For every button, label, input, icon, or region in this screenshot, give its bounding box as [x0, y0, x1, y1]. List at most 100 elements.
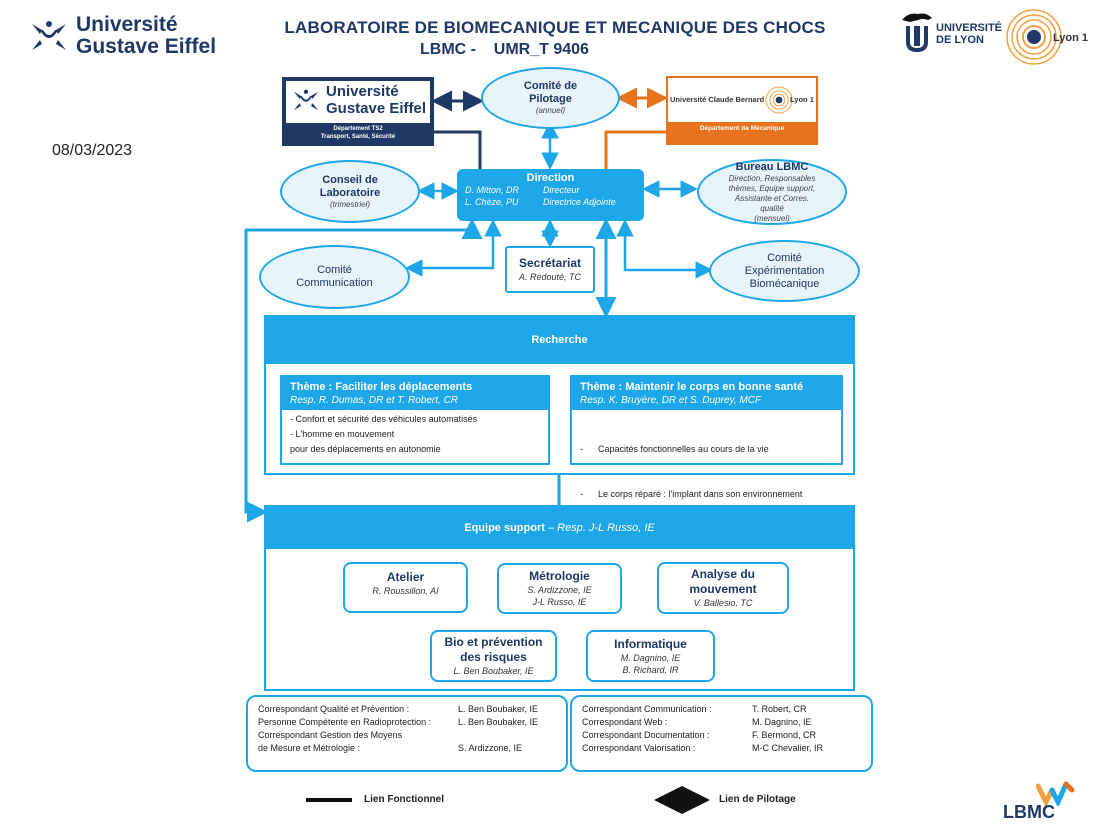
support-header: Equipe support – Resp. J-L Russo, IE — [266, 507, 853, 549]
comite-comm-title1: Comité — [317, 264, 352, 276]
bio-name: L. Ben Boubaker, IE — [453, 666, 534, 676]
direction-role1: Directeur — [543, 185, 580, 195]
corr-right-label: Correspondant Valorisation : — [582, 743, 696, 753]
analyse-title1: Analyse du — [690, 567, 756, 581]
udl-logo: UNIVERSITÉ DE LYON — [900, 10, 1005, 60]
comite-exp-title1: Comité — [767, 251, 802, 264]
comite-comm-title2: Communication — [296, 277, 373, 289]
corr-right-value: M-C Chevalier, IR — [752, 743, 824, 753]
direction-role2: Directrice Adjointe — [543, 197, 616, 207]
lyon1-label: Lyon 1 — [1053, 32, 1089, 44]
corr-left-label: Correspondant Qualité et Prévention : — [258, 704, 410, 714]
date-label: 08/03/2023 — [52, 142, 133, 159]
uge-star-icon — [32, 21, 66, 50]
corr-left-label: Correspondant Gestion des Moyens — [258, 730, 403, 740]
theme2-items: - Capacités fonctionnelles au cours de l… — [572, 410, 841, 534]
corr-right-value: M. Dagnino, IE — [752, 717, 812, 727]
conseil-freq: (trimestriel) — [330, 199, 370, 209]
secretariat-title: Secrétariat — [518, 256, 582, 270]
bureau-line4: qualité — [760, 203, 784, 213]
informatique-name1: M. Dagnino, IE — [620, 653, 681, 663]
correspondants-right: Correspondant Communication : T. Robert, … — [570, 695, 873, 772]
support-title: Equipe support — [464, 522, 545, 534]
lbmc-logo: LBMC — [1000, 780, 1080, 830]
theme1-head: Thème : Faciliter les déplacements Resp.… — [282, 377, 548, 410]
udl-line1: UNIVERSITÉ — [936, 22, 1003, 34]
theme2-resp: Resp. K. Bruyère, DR et S. Duprey, MCF — [580, 395, 761, 406]
direction-title: Direction — [526, 172, 575, 184]
secretariat-name: A. Redouté, TC — [518, 272, 582, 282]
page-title: LABORATOIRE DE BIOMECANIQUE ET MECANIQUE… — [284, 18, 826, 37]
conseil-laboratoire: Conseil de Laboratoire (trimestriel) — [280, 160, 420, 223]
theme1-item: - Confort et sécurité des véhicules auto… — [290, 414, 478, 424]
theme1-item: pour des déplacements en autonomie — [290, 444, 441, 454]
ucbl-box-logo: Université Claude Bernard Lyon 1 — [668, 78, 816, 122]
corr-right-row: Correspondant Documentation : F. Bermond,… — [582, 729, 861, 742]
atelier-title: Atelier — [386, 570, 425, 584]
metrologie-box: Métrologie S. Ardizzone, IE J-L Russo, I… — [497, 563, 622, 614]
corr-right-value: F. Bermond, CR — [752, 730, 817, 740]
informatique-name2: B. Richard, IR — [622, 665, 679, 675]
lbmc-wave-icon — [1036, 781, 1075, 806]
metrologie-name1: S. Ardizzone, IE — [527, 585, 592, 595]
corr-left-row: Correspondant Qualité et Prévention : L. … — [258, 703, 556, 716]
analyse-name: V. Ballesio, TC — [693, 598, 753, 608]
theme1-resp: Resp. R. Dumas, DR et T. Robert, CR — [290, 395, 459, 406]
theme2-box: Thème : Maintenir le corps en bonne sant… — [570, 375, 843, 499]
support-resp: – Resp. J-L Russo, IE — [544, 522, 655, 534]
uge-dept1: Département TS2 — [333, 126, 383, 132]
uge-dept2: Transport, Santé, Sécurité — [320, 134, 396, 140]
corr-left-row: de Mesure et Métrologie : S. Ardizzone, I… — [258, 742, 556, 755]
corr-right-value: T. Robert, CR — [752, 704, 807, 714]
direction-name2: L. Chèze, PU — [465, 197, 519, 207]
uge-box: Université Gustave Eiffel Département TS… — [282, 77, 434, 146]
comite-pilotage-title1: Comité de — [523, 80, 578, 92]
comite-pilotage-freq: (annuel) — [535, 106, 566, 115]
comite-exp-title2: Expérimentation — [744, 264, 825, 277]
corr-right-row: Correspondant Communication : T. Robert, … — [582, 703, 861, 716]
theme1-item: - L'homme en mouvement — [290, 429, 395, 439]
theme1-box: Thème : Faciliter les déplacements Resp.… — [280, 375, 550, 465]
corr-left-row: Personne Compétente en Radioprotection :… — [258, 716, 556, 729]
corr-left-label: de Mesure et Métrologie : — [258, 743, 361, 753]
theme2-head: Thème : Maintenir le corps en bonne sant… — [572, 377, 841, 410]
direction-name1: D. Mitton, DR — [465, 185, 520, 195]
page-subtitle: LBMC - UMR_T 9406 — [420, 41, 589, 58]
corr-right-label: Correspondant Web : — [582, 717, 668, 727]
corr-left-value: L. Ben Boubaker, IE — [458, 704, 539, 714]
bio-title1: Bio et prévention — [444, 635, 543, 649]
informatique-box: Informatique M. Dagnino, IE B. Richard, … — [586, 630, 715, 682]
lyon1-rings-icon — [1006, 9, 1062, 65]
recherche-section: Recherche Thème : Faciliter les déplacem… — [264, 315, 855, 499]
udl-line2: DE LYON — [936, 34, 984, 46]
metrologie-title: Métrologie — [529, 569, 590, 583]
bureau-line2: thèmes, Equipe support, — [728, 183, 816, 193]
corr-left-value: S. Ardizzone, IE — [458, 743, 523, 753]
corr-right-row: Correspondant Valorisation : M-C Chevalie… — [582, 742, 861, 755]
lbmc-text: LBMC — [1003, 802, 1055, 822]
uge-logo-line2: Gustave Eiffel — [76, 35, 217, 58]
theme2-title: Thème : Maintenir le corps en bonne sant… — [580, 381, 804, 393]
comite-pilotage-title2: Pilotage — [529, 93, 572, 105]
conseil-title2: Laboratoire — [319, 186, 381, 199]
comite-experimentation: Comité Expérimentation Biomécanique — [709, 240, 860, 302]
ucbl-name: Université Claude Bernard — [670, 95, 765, 104]
corr-left-row: Correspondant Gestion des Moyens — [258, 729, 556, 742]
bureau-line5: (mensuel) — [754, 213, 790, 223]
bureau-lbmc: Bureau LBMC Direction, Responsables thèm… — [697, 159, 847, 225]
corr-right-row: Correspondant Web : M. Dagnino, IE — [582, 716, 861, 729]
comite-communication: Comité Communication — [259, 245, 410, 309]
correspondants-left: Correspondant Qualité et Prévention : L. … — [246, 695, 568, 772]
corr-right-label: Correspondant Communication : — [582, 704, 712, 714]
secretariat-box: Secrétariat A. Redouté, TC — [505, 246, 595, 293]
legend-fonctionnel: Lien Fonctionnel — [364, 794, 444, 805]
metrologie-name2: J-L Russo, IE — [532, 597, 587, 607]
lion-icon — [902, 13, 932, 52]
atelier-name: R. Roussillon, AI — [372, 586, 439, 596]
corr-right-label: Correspondant Documentation : — [582, 730, 710, 740]
informatique-title: Informatique — [614, 637, 687, 651]
analyse-title2: mouvement — [689, 582, 757, 596]
atelier-box: Atelier R. Roussillon, AI — [343, 562, 468, 613]
uge-box-logo: Université Gustave Eiffel — [286, 81, 430, 123]
